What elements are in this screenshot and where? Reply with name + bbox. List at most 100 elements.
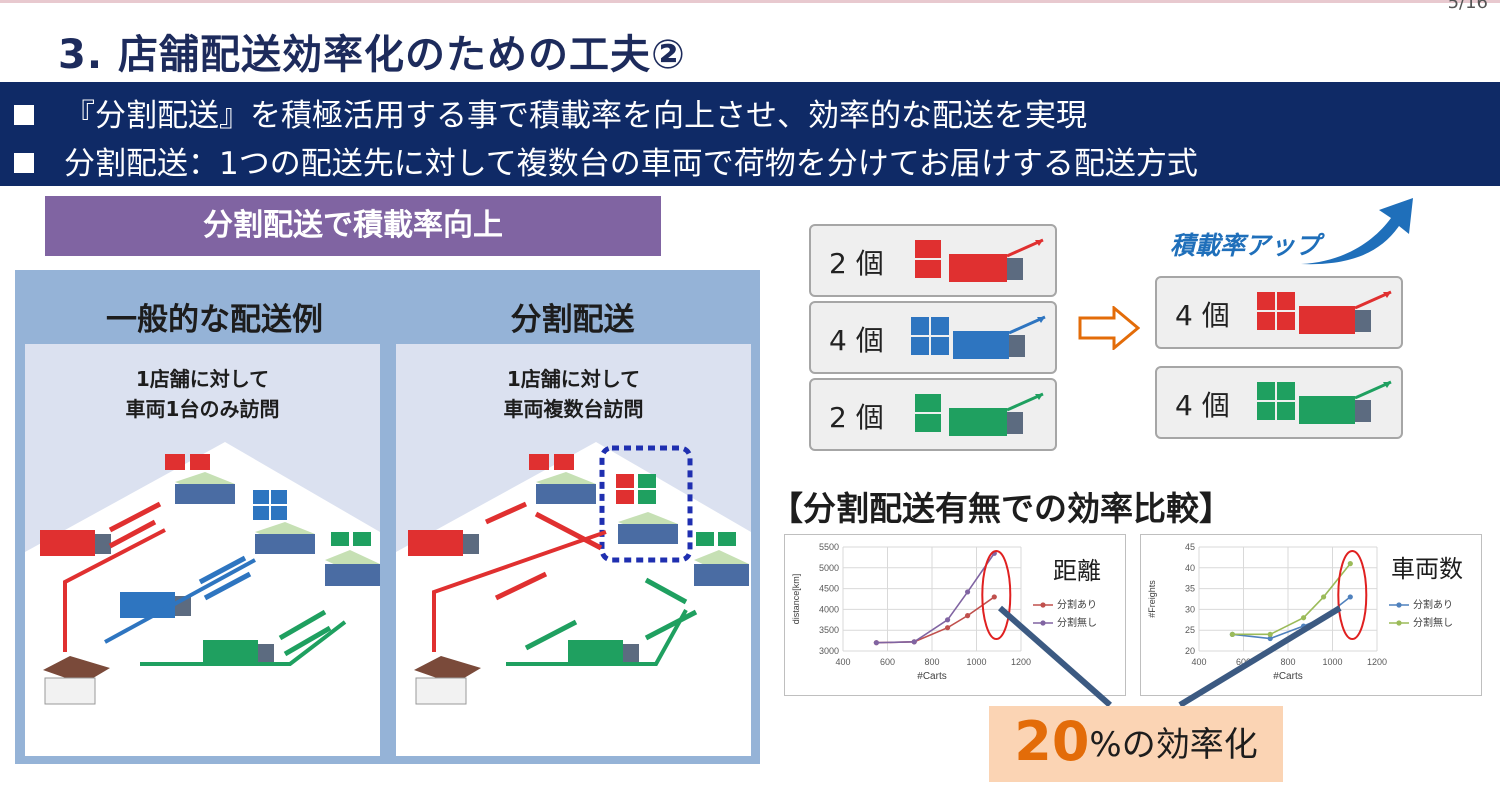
data-point xyxy=(1300,615,1307,621)
legend-label: 分割あり xyxy=(1413,598,1453,611)
caption-line-1: 1店舗に対して xyxy=(506,367,641,391)
legend-marker xyxy=(1396,602,1402,608)
green-cargo-icon xyxy=(696,532,736,546)
efficiency-number: 20 xyxy=(1014,710,1090,773)
green-truck-icon xyxy=(915,392,1044,436)
summary-banner: 『分割配送』を積極活用する事で積載率を向上させ、効率的な配送を実現 分割配送：1… xyxy=(0,82,1500,186)
green-truck-icon xyxy=(203,640,274,666)
y-axis-label: distance[km] xyxy=(791,574,801,625)
y-axis-label: #Freights xyxy=(1147,580,1157,618)
x-axis-label: #Carts xyxy=(917,671,946,682)
y-tick-label: 4500 xyxy=(819,584,839,594)
x-tick-label: 1000 xyxy=(1322,657,1342,667)
highlight-ellipse xyxy=(1337,550,1368,640)
top-accent-line xyxy=(0,0,1500,3)
data-point xyxy=(991,594,997,600)
y-tick-label: 20 xyxy=(1185,646,1195,656)
banner-line-1: 『分割配送』を積極活用する事で積載率を向上させ、効率的な配送を実現 xyxy=(64,98,1087,134)
data-point xyxy=(1347,561,1353,567)
caption-line-1: 1店舗に対して xyxy=(135,367,270,391)
mixed-cargo-icon xyxy=(616,474,656,504)
y-tick-label: 5000 xyxy=(819,563,839,573)
normal-delivery-caption: 1店舗に対して 車両1台のみ訪問 xyxy=(25,364,380,424)
data-point xyxy=(1229,631,1235,637)
store-icon xyxy=(325,550,380,586)
count-label: 4 個 xyxy=(1175,299,1230,332)
chart-tag-distance: 距離 xyxy=(1053,557,1101,585)
y-tick-label: 3000 xyxy=(819,646,839,656)
blue-truck-icon xyxy=(120,592,191,618)
legend-label: 分割無し xyxy=(1413,616,1453,629)
normal-delivery-illustration xyxy=(25,442,380,756)
green-cargo-icon xyxy=(331,532,371,546)
data-point xyxy=(944,617,951,623)
column-title-split: 分割配送 xyxy=(510,302,635,338)
pointer-lines xyxy=(998,605,1342,708)
count-label: 2 個 xyxy=(829,247,884,280)
count-label: 4 個 xyxy=(1175,389,1230,422)
red-truck-icon xyxy=(40,530,111,556)
y-tick-label: 40 xyxy=(1185,563,1195,573)
before-count-green: 2 個 xyxy=(809,378,1057,451)
store-icon xyxy=(694,550,749,586)
count-label: 2 個 xyxy=(829,401,884,434)
legend-marker xyxy=(1040,620,1046,626)
efficiency-suffix: %の効率化 xyxy=(1089,725,1258,765)
red-truck-icon xyxy=(915,238,1044,282)
legend-marker xyxy=(1040,602,1046,608)
data-point xyxy=(1347,594,1353,600)
data-point xyxy=(873,640,879,646)
y-tick-label: 3500 xyxy=(819,625,839,635)
caption-line-2: 車両複数台訪問 xyxy=(503,397,644,421)
data-point xyxy=(944,625,951,631)
data-point xyxy=(965,613,971,619)
y-tick-label: 5500 xyxy=(819,542,839,552)
y-tick-label: 4000 xyxy=(819,604,839,614)
banner-bullet-1: 『分割配送』を積極活用する事で積載率を向上させ、効率的な配送を実現 xyxy=(14,90,1087,135)
blue-truck-icon xyxy=(911,315,1046,359)
banner-bullet-2: 分割配送：1つの配送先に対して複数台の車両で荷物を分けてお届けする配送方式 xyxy=(14,138,1198,183)
x-tick-label: 400 xyxy=(1191,657,1206,667)
route-lines xyxy=(432,501,698,666)
blue-cargo-icon xyxy=(253,490,287,520)
section-heading: 分割配送で積載率向上 xyxy=(45,196,661,256)
split-delivery-illustration xyxy=(396,442,751,756)
red-truck-icon xyxy=(408,530,479,556)
split-delivery-caption: 1店舗に対して 車両複数台訪問 xyxy=(396,364,751,424)
split-delivery-column: 1店舗に対して 車両複数台訪問 xyxy=(396,344,751,756)
right-arrow-icon xyxy=(1078,306,1140,350)
chart-tag-vehicles: 車両数 xyxy=(1391,555,1463,583)
store-icon xyxy=(618,512,678,544)
data-point xyxy=(1267,631,1273,637)
load-rate-up-label: 積載率アップ xyxy=(1170,231,1321,260)
upward-arrow-icon xyxy=(1301,198,1413,265)
store-icon xyxy=(536,472,596,504)
warehouse-icon xyxy=(43,656,110,705)
efficiency-result: 20%の効率化 xyxy=(989,706,1283,782)
warehouse-icon xyxy=(414,656,481,705)
before-count-blue: 4 個 xyxy=(809,301,1057,374)
red-cargo-icon xyxy=(529,454,574,470)
route-lines xyxy=(63,501,347,666)
x-tick-label: 600 xyxy=(1236,657,1251,667)
x-tick-label: 1000 xyxy=(966,657,986,667)
page-number: 5/16 xyxy=(1447,0,1488,13)
data-point xyxy=(911,639,917,645)
caption-line-2: 車両1台のみ訪問 xyxy=(125,397,280,421)
x-axis-label: #Carts xyxy=(1273,671,1302,682)
x-tick-label: 600 xyxy=(880,657,895,667)
after-count-red: 4 個 xyxy=(1155,276,1403,349)
after-count-green: 4 個 xyxy=(1155,366,1403,439)
square-bullet-icon xyxy=(14,104,34,125)
y-tick-label: 25 xyxy=(1185,625,1195,635)
legend-label: 分割あり xyxy=(1057,598,1097,611)
scenario-panel: 一般的な配送例 分割配送 1店舗に対して 車両1台のみ訪問 xyxy=(15,270,760,764)
x-tick-label: 800 xyxy=(1280,657,1295,667)
store-icon xyxy=(255,522,315,554)
x-tick-label: 1200 xyxy=(1367,657,1387,667)
green-truck-icon xyxy=(568,640,639,666)
x-tick-label: 1200 xyxy=(1011,657,1031,667)
